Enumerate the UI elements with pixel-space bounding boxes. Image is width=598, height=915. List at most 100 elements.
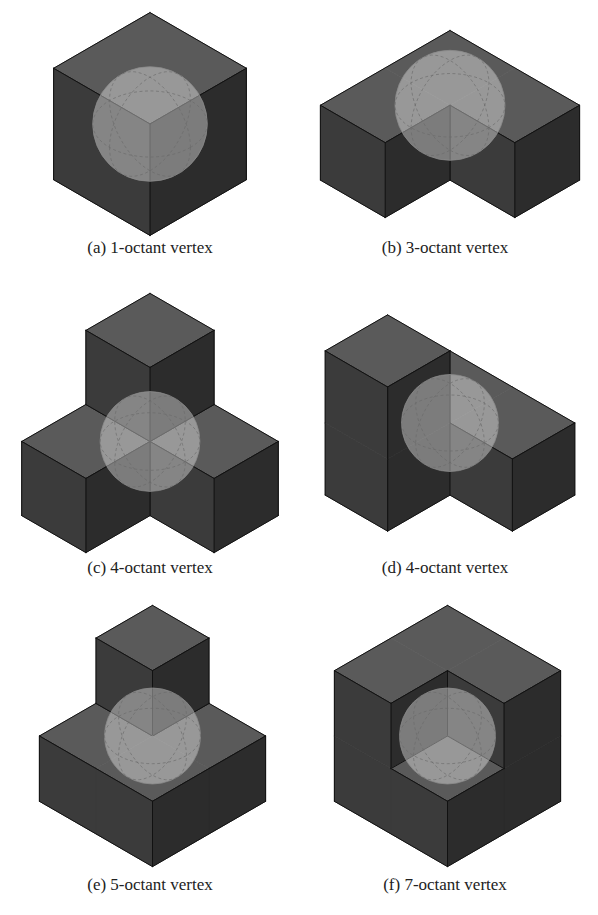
block-edge (325, 315, 387, 351)
block-edge (512, 495, 574, 531)
block-edge (325, 351, 387, 387)
block-edge (515, 68, 580, 105)
block-edge (214, 330, 215, 404)
sphere-outline (100, 392, 200, 492)
block-edge (209, 736, 266, 769)
block-edge (22, 516, 86, 553)
great-circle (416, 379, 485, 468)
block-edge (391, 605, 448, 638)
block-edge (320, 105, 321, 180)
block-edge (387, 387, 388, 459)
solid-block (325, 315, 575, 531)
vertex-sphere (93, 67, 208, 182)
block-edge (515, 105, 580, 142)
solid-block (334, 605, 560, 866)
block-edge (96, 605, 153, 638)
block-edge (209, 638, 210, 703)
figure-caption: (e) 5-octant vertex (87, 875, 213, 895)
block-edge (385, 180, 450, 217)
block-edge (388, 315, 450, 351)
block-edge (515, 180, 580, 217)
block-edge (320, 68, 385, 105)
block-edge (391, 703, 392, 768)
block-face (320, 105, 385, 217)
block-face (325, 351, 387, 459)
block-edge (209, 703, 266, 736)
block-edge (450, 495, 512, 531)
block-edge (96, 638, 153, 671)
block-edge (152, 801, 153, 866)
great-circle (110, 72, 191, 177)
sphere-outline (105, 688, 201, 784)
great-circle (115, 396, 186, 487)
block-edge (325, 423, 326, 495)
block-edge (39, 703, 96, 736)
block-edge (334, 671, 391, 704)
sphere-outline (402, 375, 499, 472)
sphere-outline (400, 688, 496, 784)
block-edge (447, 801, 448, 866)
block-edge (504, 703, 505, 768)
block-edge (450, 180, 515, 217)
block-edge (85, 479, 86, 553)
vertex-sphere (395, 50, 505, 160)
great-circle (414, 692, 482, 780)
vertex-sphere (402, 375, 499, 472)
block-edge (387, 459, 388, 531)
great-circle (119, 692, 187, 780)
block-edge (85, 479, 86, 553)
figure-caption: (a) 1-octant vertex (87, 238, 213, 258)
block-face (515, 105, 580, 217)
block-edge (447, 801, 448, 866)
block-edge (86, 516, 150, 553)
block-edge (96, 638, 97, 703)
vertex-sphere (100, 392, 200, 492)
block-edge (387, 387, 388, 459)
block-edge (22, 442, 86, 479)
sphere-outline (93, 67, 208, 182)
block-face (209, 736, 266, 834)
block-edge (150, 180, 246, 236)
solid-block (22, 293, 279, 552)
great-circle (411, 55, 489, 155)
block-edge (265, 736, 266, 801)
block-edge (96, 834, 153, 867)
block-edge (209, 801, 266, 834)
solid-block (39, 605, 265, 866)
great-circle (119, 692, 187, 780)
block-edge (512, 459, 513, 531)
block-edge (388, 495, 450, 531)
block-edge (214, 442, 278, 479)
block-edge (214, 479, 215, 553)
block-edge (320, 180, 385, 217)
solid-block (320, 31, 579, 218)
block-edge (560, 736, 561, 801)
great-circle (110, 72, 191, 177)
block-edge (504, 703, 505, 768)
block-edge (512, 387, 574, 423)
block-edge (21, 442, 22, 516)
block-edge (53, 68, 54, 179)
block-edge (153, 638, 210, 671)
block-edge (504, 671, 561, 704)
block-edge (504, 801, 561, 834)
block-edge (385, 143, 386, 218)
block-edge (85, 330, 86, 404)
block-edge (39, 736, 96, 769)
block-edge (278, 442, 279, 516)
block-face (22, 442, 86, 553)
block-edge (514, 143, 515, 218)
block-edge (214, 405, 278, 442)
block-edge (512, 459, 513, 531)
block-edge (86, 293, 150, 330)
block-edge (334, 671, 335, 736)
vertex-sphere (400, 688, 496, 784)
block-edge (86, 330, 150, 367)
block-edge (325, 495, 387, 531)
sphere-outline (395, 50, 505, 160)
block-edge (385, 143, 386, 218)
block-face (214, 442, 278, 553)
block-edge (320, 105, 385, 142)
vertex-sphere (105, 688, 201, 784)
block-edge (246, 68, 247, 179)
